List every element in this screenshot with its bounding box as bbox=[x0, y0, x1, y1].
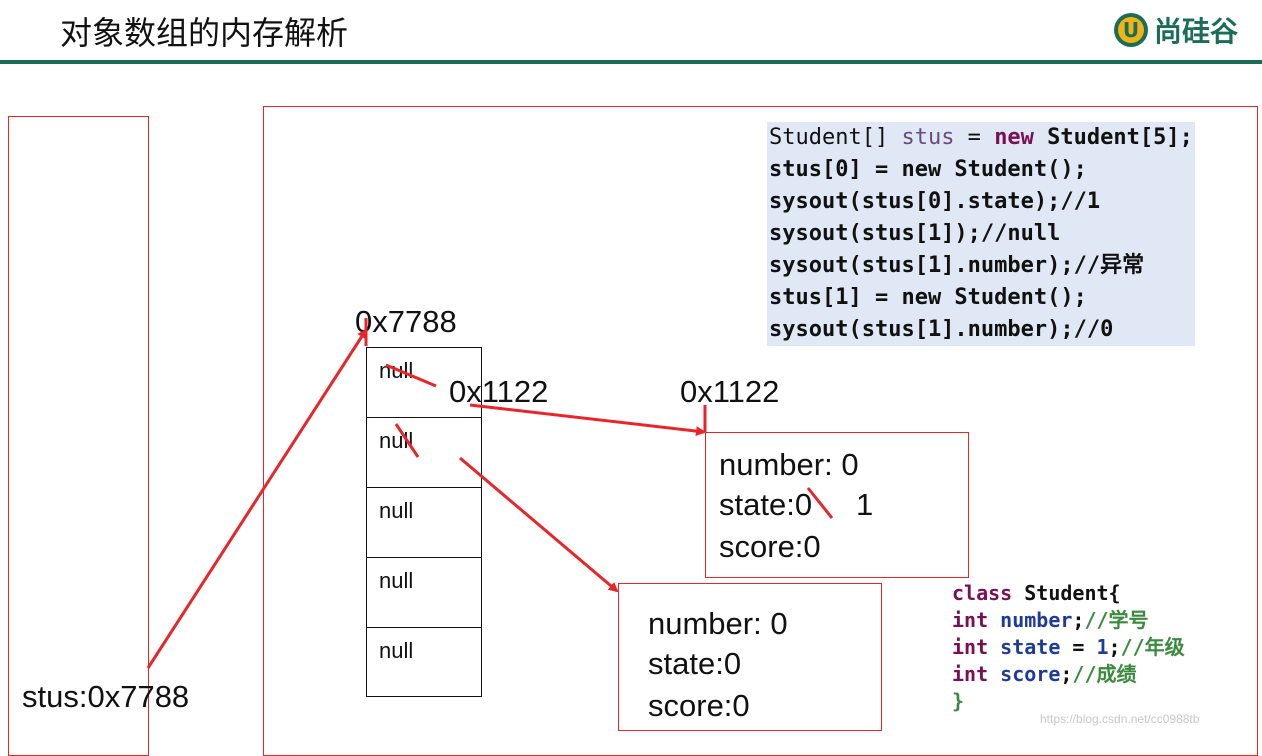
array-cell-0-value: null bbox=[379, 358, 414, 383]
code-line-3: sysout(stus[1]);//null bbox=[769, 218, 1193, 250]
code-token: sysout(stus[0].state);//1 bbox=[769, 189, 1101, 214]
array-cell-3-value: null bbox=[379, 568, 414, 593]
array-cell-1: null bbox=[367, 418, 481, 488]
class-token: class bbox=[952, 581, 1013, 605]
code-token: stus[0] = new Student(); bbox=[769, 157, 1087, 182]
student-object-2: number: 0 state:0 score:0 bbox=[618, 583, 882, 731]
stack-region bbox=[8, 116, 149, 756]
class-line-0: class Student{ bbox=[952, 580, 1185, 607]
logo-text: 尚硅谷 bbox=[1154, 15, 1239, 48]
class-token: score bbox=[988, 662, 1061, 686]
class-token: ; bbox=[1072, 608, 1085, 632]
class-token: state bbox=[988, 635, 1061, 659]
class-token: //学号 bbox=[1084, 608, 1149, 632]
code-token: sysout(stus[1].number);//异常 bbox=[769, 253, 1145, 278]
object1-score-field: score:0 bbox=[719, 529, 821, 564]
code-line-5: stus[1] = new Student(); bbox=[769, 282, 1193, 314]
object2-score-field: score:0 bbox=[648, 688, 750, 723]
code-token: sysout(stus[1].number);//0 bbox=[769, 317, 1114, 342]
class-token: //成绩 bbox=[1072, 662, 1137, 686]
class-token: Student{ bbox=[1012, 581, 1121, 605]
object1-address-label: 0x1122 bbox=[680, 374, 780, 409]
class-token: //年级 bbox=[1120, 635, 1185, 659]
array-cell-2: null bbox=[367, 488, 481, 558]
code-snippet: Student[] stus = new Student[5]; stus[0] … bbox=[767, 122, 1195, 346]
watermark-text: https://blog.csdn.net/cc0988tb bbox=[1040, 712, 1200, 726]
class-token: = bbox=[1060, 635, 1097, 659]
code-token: Student[5]; bbox=[1033, 125, 1193, 150]
class-token: 1 bbox=[1096, 635, 1109, 659]
code-line-6: sysout(stus[1].number);//0 bbox=[769, 314, 1193, 346]
code-line-4: sysout(stus[1].number);//异常 bbox=[769, 250, 1193, 282]
array-cell-4: null bbox=[367, 628, 481, 698]
object2-state-field: state:0 bbox=[648, 646, 742, 681]
object1-state-old: state:0 bbox=[719, 487, 813, 522]
code-line-1: stus[0] = new Student(); bbox=[769, 154, 1193, 186]
logo-u-icon: U bbox=[1114, 13, 1148, 47]
array-cell-3: null bbox=[367, 558, 481, 628]
student-object-1: number: 0 state:0 1 score:0 bbox=[705, 432, 969, 578]
code-token: new bbox=[994, 125, 1034, 150]
stack-variable-label: stus:0x7788 bbox=[22, 679, 190, 714]
code-line-2: sysout(stus[0].state);//1 bbox=[769, 186, 1193, 218]
logo-mark: U bbox=[1123, 18, 1139, 42]
object2-number-field: number: 0 bbox=[648, 606, 788, 641]
code-token: sysout(stus[1]);//null bbox=[769, 221, 1061, 246]
class-token: int bbox=[952, 662, 989, 686]
code-token: = bbox=[954, 125, 995, 150]
page-title: 对象数组的内存解析 bbox=[60, 14, 349, 52]
cell0-new-address: 0x1122 bbox=[449, 374, 549, 409]
object1-number-field: number: 0 bbox=[719, 447, 859, 482]
array-address-label: 0x7788 bbox=[355, 304, 457, 339]
code-token: stus bbox=[901, 125, 955, 150]
class-line-3: int score;//成绩 bbox=[952, 661, 1185, 688]
array-cell-1-value: null bbox=[379, 428, 414, 453]
class-line-4: } bbox=[952, 688, 1185, 715]
class-line-1: int number;//学号 bbox=[952, 607, 1185, 634]
class-line-2: int state = 1;//年级 bbox=[952, 634, 1185, 661]
brand-logo: U 尚硅谷 bbox=[1112, 10, 1238, 50]
class-token: int bbox=[952, 635, 989, 659]
array-cell-2-value: null bbox=[379, 498, 414, 523]
class-token: ; bbox=[1060, 662, 1073, 686]
code-token: stus[1] = new Student(); bbox=[769, 285, 1087, 310]
object1-state-new: 1 bbox=[856, 487, 874, 522]
class-token: } bbox=[952, 689, 965, 713]
class-token: int bbox=[952, 608, 989, 632]
class-token: number bbox=[988, 608, 1073, 632]
code-line-0: Student[] stus = new Student[5]; bbox=[769, 122, 1193, 154]
class-token: ; bbox=[1108, 635, 1121, 659]
header-divider bbox=[0, 60, 1262, 64]
array-cell-4-value: null bbox=[379, 638, 414, 663]
code-token: Student[] bbox=[769, 125, 902, 150]
